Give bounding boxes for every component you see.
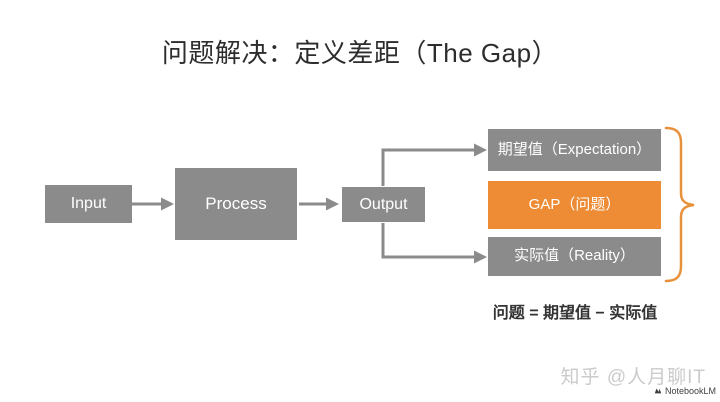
notebooklm-label: NotebookLM bbox=[664, 386, 716, 396]
arrow-input-to-process bbox=[132, 197, 174, 211]
gap-box: GAP（问题） bbox=[488, 181, 661, 229]
reality-box: 实际值（Reality） bbox=[488, 237, 661, 276]
process-box: Process bbox=[175, 168, 297, 240]
expectation-box: 期望值（Expectation） bbox=[488, 129, 661, 171]
output-box: Output bbox=[342, 187, 425, 222]
notebooklm-icon bbox=[654, 388, 662, 394]
arrow-output-to-expectation bbox=[381, 143, 487, 186]
gap-formula: 问题 = 期望值 − 实际值 bbox=[492, 305, 658, 322]
arrow-process-to-output bbox=[299, 197, 339, 211]
curly-brace bbox=[664, 126, 695, 283]
zhihu-watermark: 知乎 @人月聊IT bbox=[560, 367, 706, 388]
input-box: Input bbox=[45, 185, 132, 223]
page-title: 问题解决：定义差距（The Gap） bbox=[161, 38, 559, 68]
notebooklm-credit: NotebookLM bbox=[654, 386, 716, 396]
arrow-output-to-reality bbox=[381, 223, 487, 264]
